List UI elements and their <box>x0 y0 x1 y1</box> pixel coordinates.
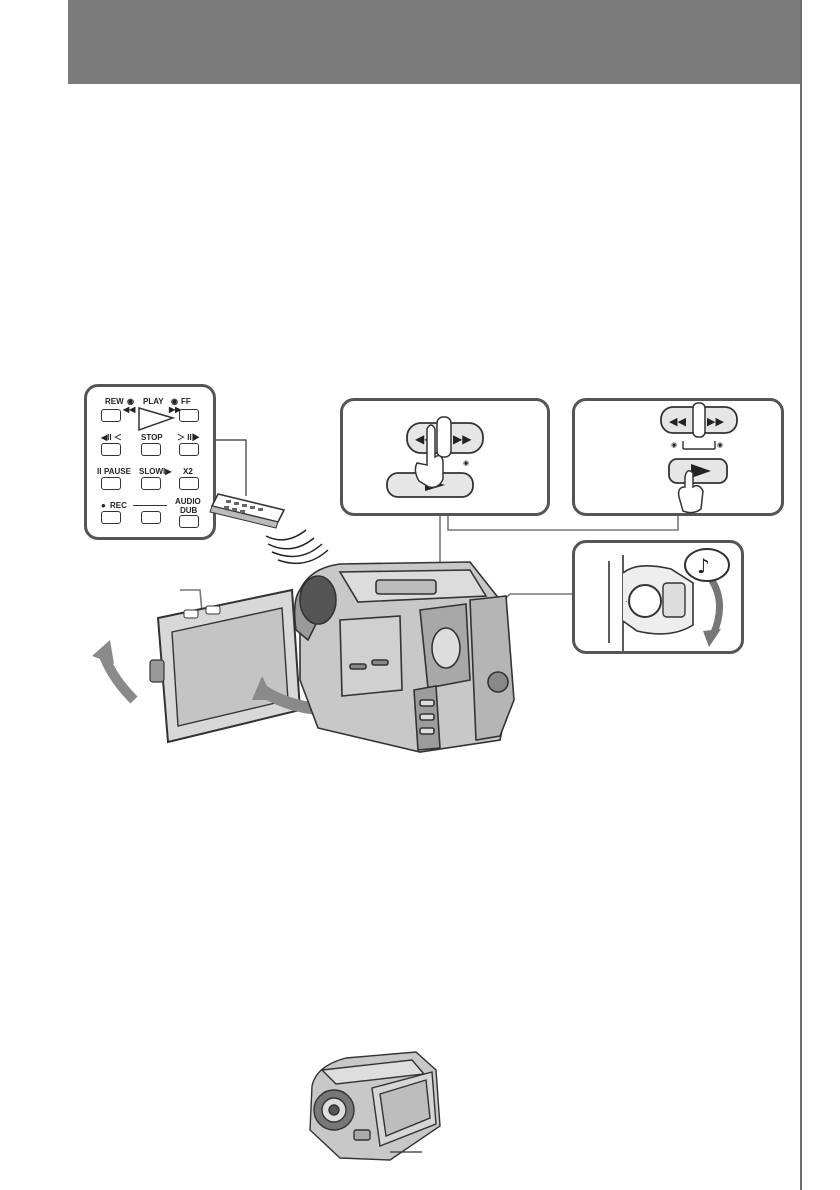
remote-rew-key[interactable] <box>101 409 121 422</box>
fast-forward-icon: ▶▶ <box>169 405 182 414</box>
infrared-signal-icon <box>265 529 329 565</box>
camcorder-front-icon <box>309 1051 441 1161</box>
camcorder-icon <box>293 561 515 753</box>
fast-forward-icon: ▶▶ <box>707 416 724 428</box>
rewind-button-closeup: ◀◀ ▶▶ ◉ <box>386 416 484 498</box>
rew-label: REW <box>105 397 124 406</box>
remote-play-key[interactable] <box>137 405 177 435</box>
pause-label: PAUSE <box>104 467 131 476</box>
lcd-panel-icon <box>149 588 302 744</box>
audio-dub-label-1: AUDIO <box>175 497 201 506</box>
finger-icon <box>414 424 444 489</box>
header-band <box>68 0 800 84</box>
remote-commander-icon <box>209 439 286 529</box>
slow-icon: I▶ <box>163 467 172 476</box>
rewind-icon: ◀◀ <box>669 416 686 428</box>
rec-bracket-line <box>133 505 167 506</box>
play-triangle-icon <box>691 464 711 478</box>
svg-text:·: · <box>625 597 628 606</box>
frame-back-icon: ◀II ＜ <box>101 433 122 442</box>
remote-pause-key[interactable] <box>101 477 121 490</box>
remote-x2-key[interactable] <box>179 477 199 490</box>
stop-label: STOP <box>141 433 163 442</box>
rewind-button-closeup-panel: ◀◀ ▶▶ ◉ <box>340 398 550 516</box>
slow-label: SLOW <box>139 467 163 476</box>
audio-dub-label-2: DUB <box>180 506 198 515</box>
frame-forward-icon: ＞ II▶ <box>177 433 200 442</box>
remote-commander-panel: REW ◉ PLAY ◉ FF ◀◀ ▶▶ ◀II ＜ STOP ＞ II▶ I… <box>84 384 216 540</box>
rec-label: REC <box>110 501 127 510</box>
ff-sub-icon: ◉ <box>171 397 178 406</box>
remote-stop-key[interactable] <box>141 443 161 456</box>
remote-frame-forward-key[interactable] <box>179 443 199 456</box>
remote-ff-key[interactable] <box>179 409 199 422</box>
remote-rec-key[interactable] <box>101 511 121 524</box>
rewind-icon: ◀◀ <box>123 405 136 414</box>
rew-sub-icon: ◉ <box>127 397 134 406</box>
svg-text:◉: ◉ <box>463 460 469 467</box>
beep-note-icon: ♪ <box>697 554 710 578</box>
pause-icon: II <box>97 467 102 476</box>
dial-closeup: · ♪ <box>608 548 730 651</box>
speech-bubble <box>684 548 730 582</box>
finger-icon <box>677 470 704 514</box>
rec-dot-icon: ● <box>101 501 106 510</box>
dial-closeup-panel: · ♪ <box>572 540 744 654</box>
remote-rec-partner-key[interactable] <box>141 511 161 524</box>
fast-forward-icon: ▶▶ <box>453 432 472 446</box>
remote-frame-back-key[interactable] <box>101 443 121 456</box>
svg-text:◉: ◉ <box>717 442 723 449</box>
ff-label: FF <box>181 397 191 406</box>
remote-audio-dub-key[interactable] <box>179 515 199 528</box>
play-button-closeup-panel: ◀◀ ▶▶ ◉ ◉ <box>572 398 784 516</box>
remote-slow-key[interactable] <box>141 477 161 490</box>
play-button-closeup: ◀◀ ▶▶ ◉ ◉ <box>660 402 738 514</box>
play-label: PLAY <box>143 397 164 406</box>
svg-text:◉: ◉ <box>671 442 677 449</box>
x2-label: X2 <box>183 467 193 476</box>
page-edge-rule <box>800 0 802 1190</box>
